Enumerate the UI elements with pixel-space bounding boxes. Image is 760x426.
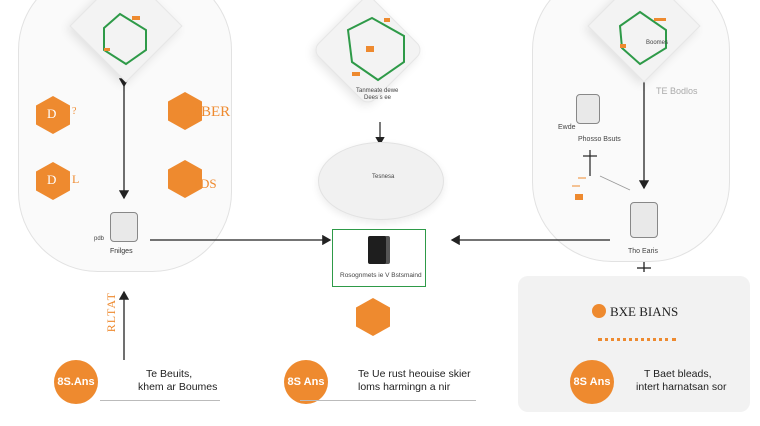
box-title: BXE BIANS xyxy=(610,304,679,319)
database-icon-right-2 xyxy=(630,202,658,238)
right-db-label: Phosso Bsuts xyxy=(578,136,621,143)
vertical-label: RLTAT xyxy=(104,292,118,333)
box-title-icon xyxy=(592,304,606,318)
right-diamond-label: Boomes xyxy=(646,40,669,46)
circle-badge-left: 8S.Ans xyxy=(54,360,98,404)
bottom-right-panel xyxy=(518,276,750,412)
hexagon-jtber xyxy=(168,92,202,130)
circle-badge-center: 8S Ans xyxy=(284,360,328,404)
hex-label-4: TDS xyxy=(192,176,217,191)
hex-label-3: D xyxy=(47,172,57,187)
right-caption-2: intert harnatsan sor xyxy=(636,381,727,393)
center-underline xyxy=(300,400,476,401)
hex-label-2: JTBER xyxy=(186,104,231,120)
right-db-left-label: Ewde xyxy=(558,124,576,131)
right-caption-1: T Baet bleads, xyxy=(644,368,712,380)
center-diamond-caption-1: Tanmeate dewe xyxy=(356,88,399,94)
hex-label-1: D xyxy=(47,106,57,121)
right-db2-label: Tho Earis xyxy=(628,248,658,255)
db-left-side-label: pdb xyxy=(94,236,105,242)
center-caption-1: Te Ue rust heouise skier xyxy=(358,368,471,380)
db-left-label: Fnilges xyxy=(110,248,133,255)
left-underline xyxy=(100,400,220,401)
circle-badge-right: 8S Ans xyxy=(570,360,614,404)
center-oval xyxy=(318,142,444,220)
left-caption-2: khem ar Boumes xyxy=(138,381,218,393)
hex-side-mark-2: L xyxy=(72,172,80,186)
right-side-label: TE Bodlos xyxy=(656,86,698,96)
dotted-divider xyxy=(598,338,676,341)
server-icon xyxy=(368,236,386,264)
database-icon-right-1 xyxy=(576,94,600,124)
center-diamond-caption-2: Dees s ee xyxy=(364,95,392,101)
center-hexagon xyxy=(356,298,390,336)
server-label: Rosognmets ie V Bstsmaind xyxy=(340,272,422,279)
oval-title: Tesnesa xyxy=(372,174,395,180)
database-icon-left xyxy=(110,212,138,242)
hexagon-d-1 xyxy=(36,96,70,134)
center-caption-2: loms harmingn a nir xyxy=(358,381,451,393)
left-caption-1: Te Beuits, xyxy=(146,368,193,380)
hex-side-mark-1: ? xyxy=(72,106,77,117)
